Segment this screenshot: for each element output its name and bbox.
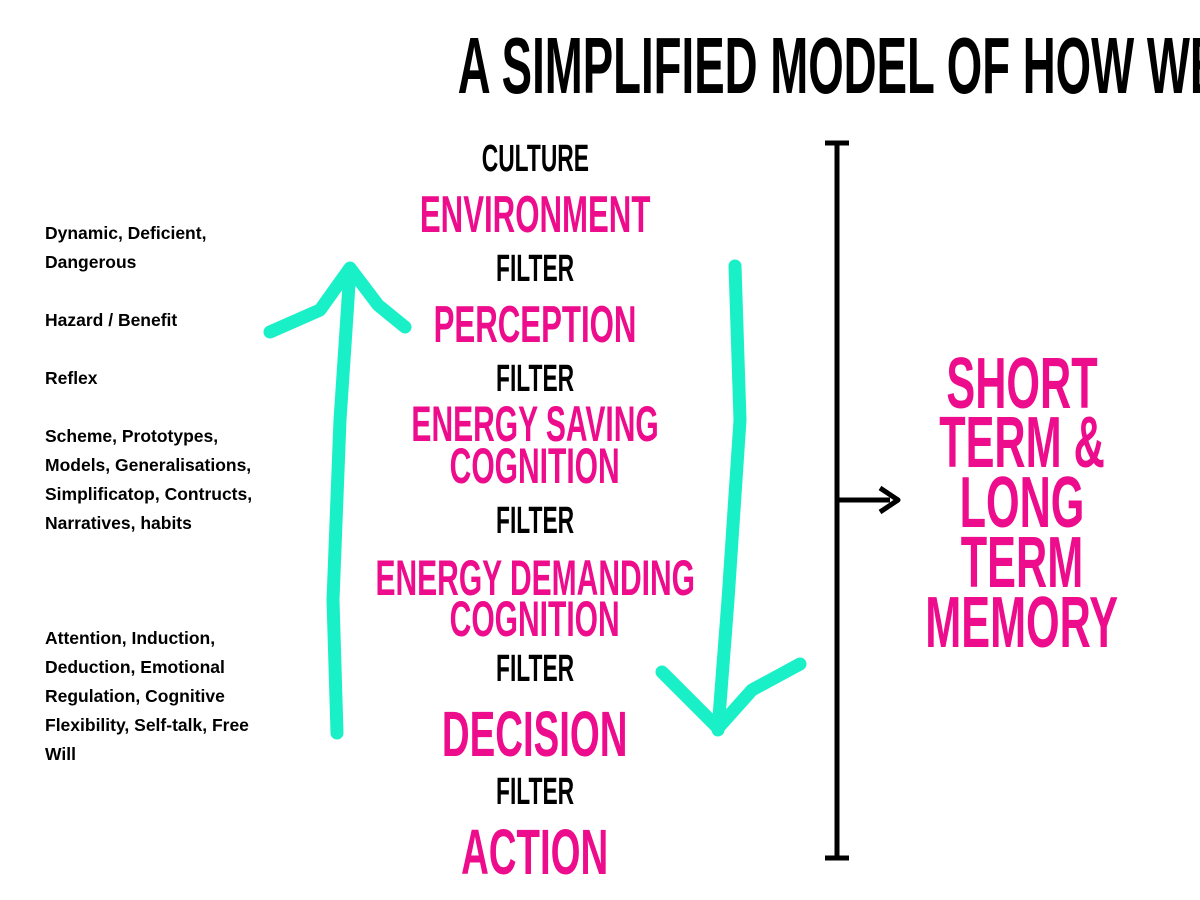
stage-energy-demanding: ENERGY DEMANDING <box>375 550 695 606</box>
stage-decision: DECISION <box>442 698 628 770</box>
memory-line-2: TERM & <box>939 403 1105 483</box>
note-energy-saving: Scheme, Prototypes, Models, Generalisati… <box>45 426 253 533</box>
stage-culture: CULTURE <box>481 138 589 180</box>
stage-energy-demanding-cognition: COGNITION <box>449 591 620 647</box>
note-reflex: Reflex <box>45 368 98 388</box>
down-arrow-icon <box>655 259 807 737</box>
up-arrow-icon <box>263 261 412 740</box>
filter-4: FILTER <box>495 648 575 690</box>
stage-action: ACTION <box>461 816 609 888</box>
filter-5: FILTER <box>495 771 575 813</box>
memory-line-4: TERM <box>960 523 1084 603</box>
filter-1: FILTER <box>495 248 575 290</box>
stage-energy-saving-cognition: COGNITION <box>449 438 620 494</box>
page-title: A SIMPLIFIED MODEL OF HOW WE EXPERIENCE … <box>457 21 1200 110</box>
filter-3: FILTER <box>495 500 575 542</box>
memory-bracket <box>825 140 901 861</box>
memory-line-3: LONG <box>959 463 1085 543</box>
stage-environment: ENVIRONMENT <box>419 186 651 244</box>
stage-perception: PERCEPTION <box>433 296 637 354</box>
memory-line-1: SHORT <box>946 344 1098 424</box>
note-energy-demanding: Attention, Induction, Deduction, Emotion… <box>45 628 249 764</box>
stage-energy-saving: ENERGY SAVING <box>411 396 659 452</box>
filter-2: FILTER <box>495 358 575 400</box>
note-perception: Hazard / Benefit <box>45 310 178 330</box>
note-environment: Dynamic, Deficient, Dangerous <box>45 223 207 272</box>
memory-line-5: MEMORY <box>925 583 1119 663</box>
